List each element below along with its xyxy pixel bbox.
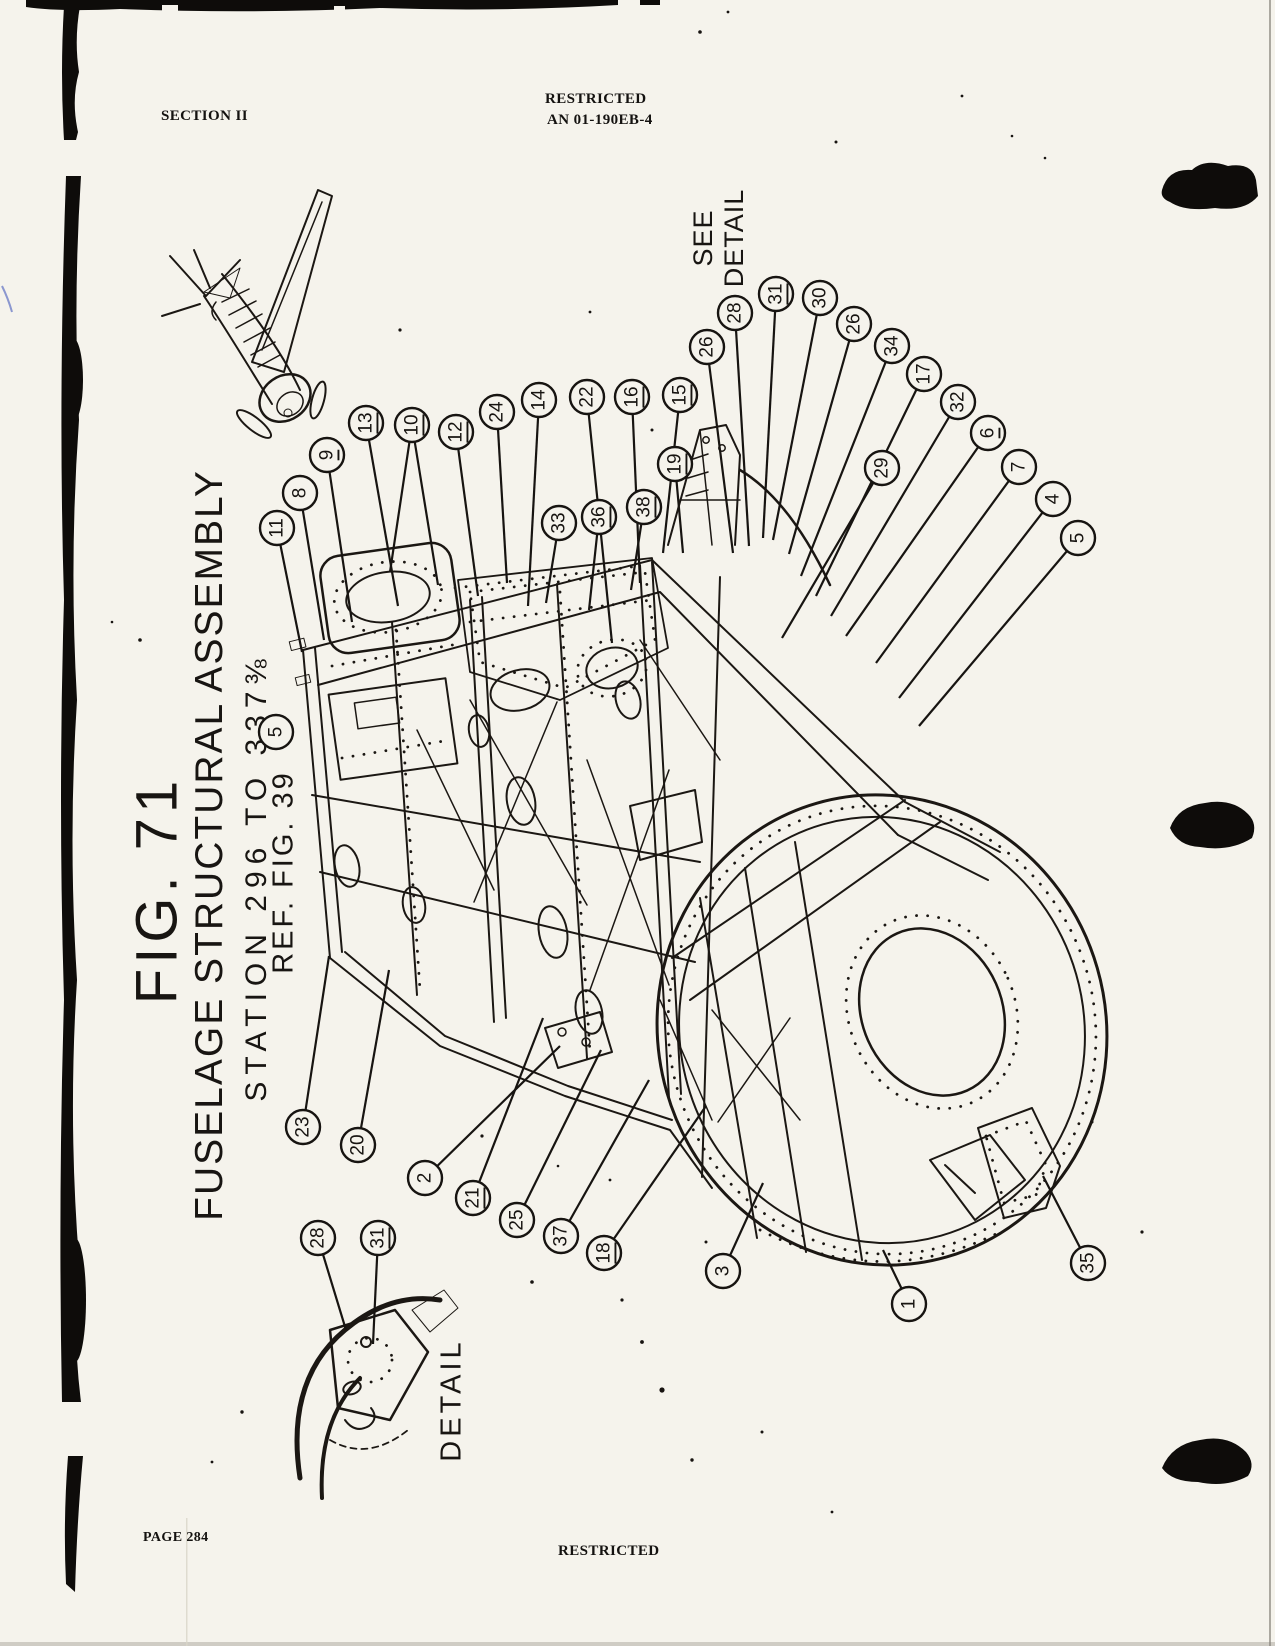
callout-24-6: 24 <box>478 393 516 584</box>
fuselage-diagram <box>288 424 1109 1267</box>
callout-34-20: 34 <box>799 327 911 577</box>
callout-36-13: 36 <box>580 498 618 611</box>
svg-text:16: 16 <box>622 386 643 407</box>
callout-21-31: 21 <box>454 1017 545 1217</box>
callout-13-3: 13 <box>347 404 400 607</box>
callout-17-21: 17 <box>815 355 943 597</box>
classification-footer: RESTRICTED <box>558 1543 660 1559</box>
frame-truss <box>302 559 906 1189</box>
callout-7-25: 7 <box>875 448 1038 664</box>
svg-text:5: 5 <box>1068 533 1089 544</box>
svg-text:9: 9 <box>317 450 338 461</box>
page-number: PAGE 284 <box>143 1530 209 1545</box>
svg-text:21: 21 <box>463 1187 484 1208</box>
detail-view <box>294 1289 459 1500</box>
callout-33-12: 33 <box>540 504 578 604</box>
callout-4-26: 4 <box>898 480 1072 699</box>
svg-text:36: 36 <box>589 506 610 527</box>
svg-text:37: 37 <box>551 1225 572 1246</box>
svg-text:4: 4 <box>1043 493 1064 504</box>
svg-text:20: 20 <box>348 1134 369 1155</box>
svg-text:29: 29 <box>872 457 893 478</box>
callout-25-32: 25 <box>498 1049 602 1239</box>
callout-6-24: 6 <box>845 414 1007 637</box>
callout-1-36: 1 <box>882 1249 928 1323</box>
svg-text:14: 14 <box>529 389 550 411</box>
callout-12-5: 12 <box>437 413 480 597</box>
svg-text:11: 11 <box>267 518 288 538</box>
callout-23-28: 23 <box>284 955 331 1146</box>
svg-text:6: 6 <box>978 428 999 439</box>
callout-14-7: 14 <box>520 381 558 607</box>
svg-text:8: 8 <box>290 488 311 499</box>
dust-specks <box>110 10 1144 1514</box>
callout-28-38: 28 <box>299 1219 348 1331</box>
callout-3-35: 3 <box>704 1182 765 1290</box>
callout-2-30: 2 <box>406 1045 561 1197</box>
callout-20-29: 20 <box>339 969 391 1164</box>
callout-26-15: 26 <box>688 328 735 554</box>
forward-bulkhead-box <box>288 541 461 781</box>
svg-text:26: 26 <box>844 313 865 334</box>
svg-text:28: 28 <box>308 1227 329 1248</box>
svg-text:33: 33 <box>549 512 570 533</box>
callout-16-9: 16 <box>613 378 651 584</box>
callout-19-11: 19 <box>656 445 694 554</box>
fin-post-cluster <box>667 424 832 587</box>
callout-28-16: 28 <box>716 294 754 547</box>
callout-5-27: 5 <box>918 519 1097 727</box>
callout-9-2: 9 <box>308 436 354 623</box>
svg-text:25: 25 <box>507 1209 528 1230</box>
callout-35-37: 35 <box>1042 1175 1107 1282</box>
svg-text:35: 35 <box>1078 1252 1099 1273</box>
svg-text:28: 28 <box>725 302 746 323</box>
aft-bulkhead-ring <box>655 793 1109 1267</box>
svg-text:24: 24 <box>487 401 508 423</box>
callout-29-22: 29 <box>781 449 901 639</box>
classification-header: RESTRICTED <box>545 91 647 107</box>
callout-11-0: 11 <box>258 509 304 653</box>
callout-10-4: 10 <box>388 406 440 586</box>
svg-text:31: 31 <box>368 1227 389 1248</box>
callout-5-40: 5 <box>257 713 295 751</box>
svg-text:13: 13 <box>356 412 377 433</box>
callout-32-23: 32 <box>830 383 977 617</box>
callout-26-19: 26 <box>787 305 873 555</box>
svg-text:10: 10 <box>402 414 423 435</box>
doc-number: AN 01-190EB-4 <box>547 112 653 128</box>
misc-fittings <box>333 680 1001 1069</box>
callout-8-1: 8 <box>281 474 326 641</box>
svg-text:26: 26 <box>697 336 718 357</box>
svg-text:5: 5 <box>266 727 287 738</box>
callout-31-39: 31 <box>359 1219 397 1345</box>
section-header: SECTION II <box>161 108 248 124</box>
svg-text:19: 19 <box>665 453 686 474</box>
svg-text:22: 22 <box>577 386 598 407</box>
svg-text:31: 31 <box>766 283 787 304</box>
svg-text:17: 17 <box>914 363 935 384</box>
svg-text:12: 12 <box>446 421 467 442</box>
svg-text:2: 2 <box>415 1173 436 1184</box>
airplane-illustration <box>161 189 333 439</box>
svg-text:1: 1 <box>899 1299 920 1310</box>
svg-text:3: 3 <box>713 1266 734 1277</box>
svg-text:32: 32 <box>948 391 969 412</box>
callout-30-18: 30 <box>771 279 839 541</box>
callout-18-34: 18 <box>585 1105 707 1272</box>
svg-text:23: 23 <box>293 1116 314 1137</box>
svg-text:15: 15 <box>670 384 691 405</box>
svg-text:34: 34 <box>882 335 903 357</box>
svg-text:38: 38 <box>634 496 655 517</box>
callout-38-14: 38 <box>625 488 663 591</box>
svg-text:30: 30 <box>810 287 831 308</box>
svg-text:7: 7 <box>1009 462 1030 473</box>
callout-31-17: 31 <box>757 275 795 539</box>
svg-text:18: 18 <box>594 1242 615 1263</box>
callout-37-33: 37 <box>542 1079 650 1255</box>
